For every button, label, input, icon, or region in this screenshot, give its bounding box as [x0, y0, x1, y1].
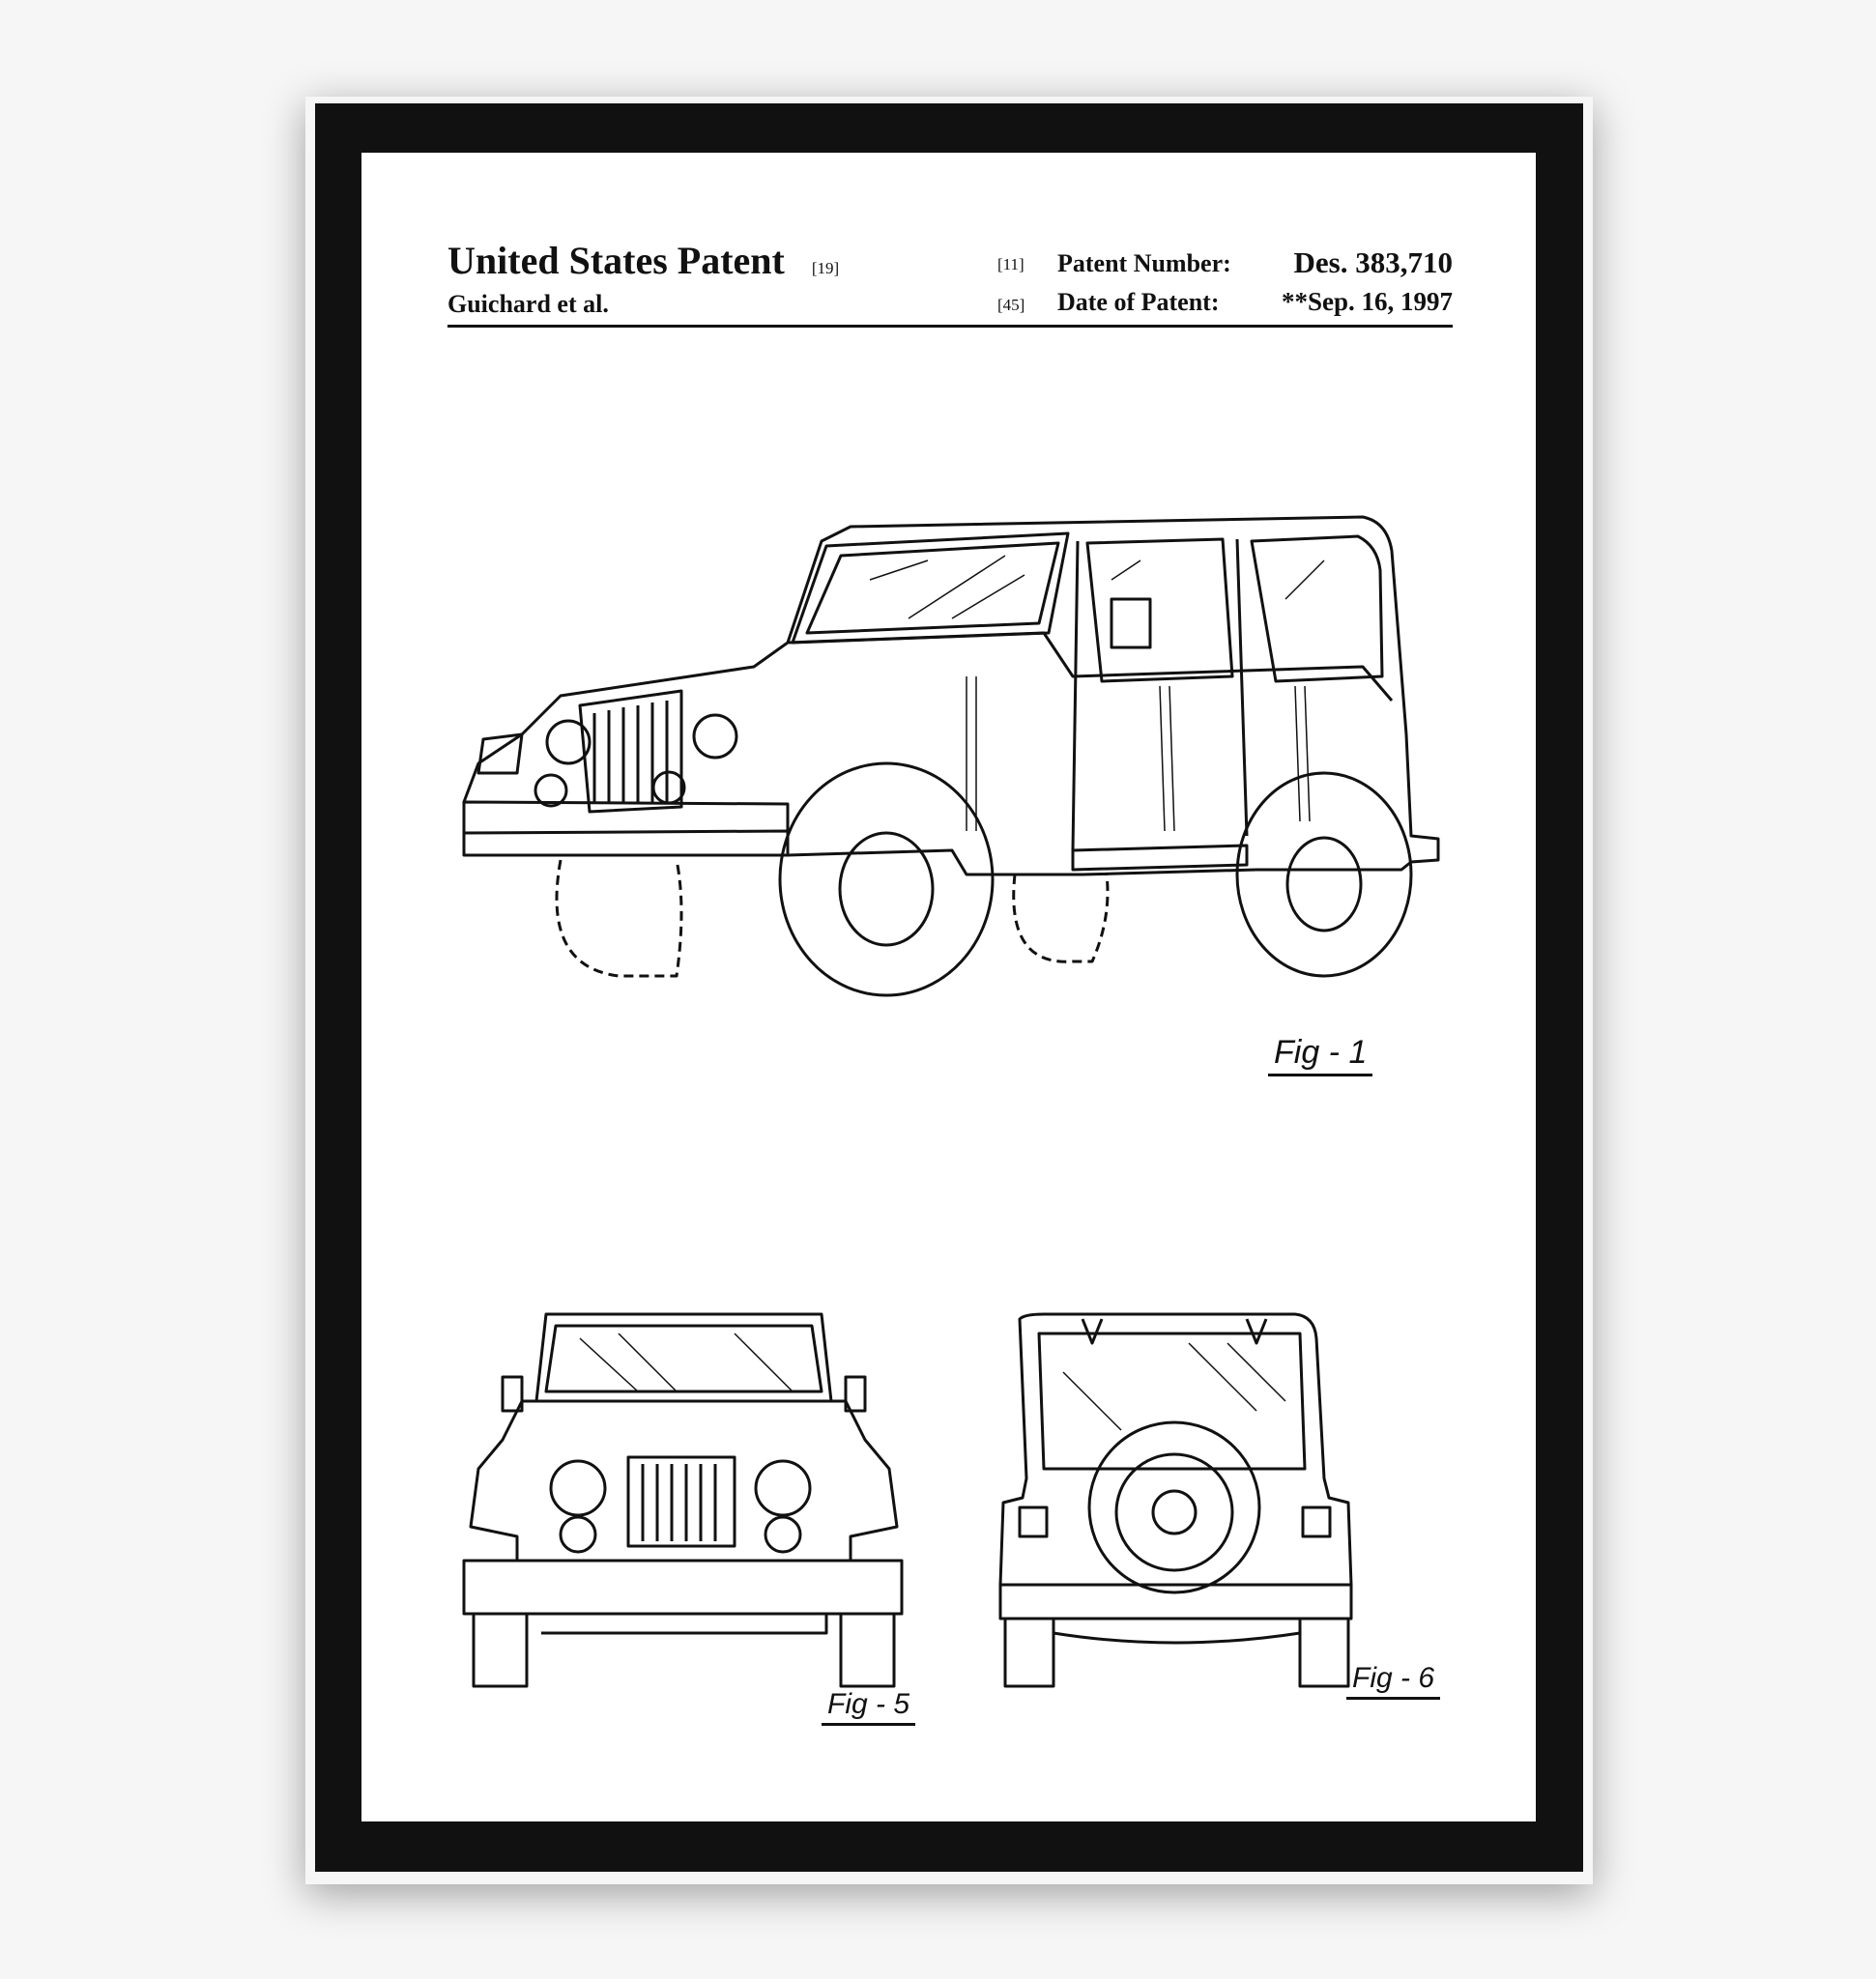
- inventor: Guichard et al.: [447, 290, 609, 318]
- jeep-front-drawing: [462, 1312, 904, 1688]
- number-value: Des. 383,710: [1293, 245, 1453, 279]
- date-label: Date of Patent:: [1057, 288, 1220, 316]
- date-code: [45]: [997, 296, 1025, 314]
- fig-5-label: Fig - 5: [822, 1688, 916, 1726]
- poster-paper: [361, 153, 1536, 1821]
- date-value: **Sep. 16, 1997: [1281, 287, 1453, 316]
- patent-title: United States Patent [19]: [447, 238, 839, 283]
- header-rule: [447, 325, 1453, 328]
- title-code: [19]: [811, 259, 840, 277]
- fig-6-label: Fig - 6: [1346, 1662, 1441, 1700]
- jeep-rear-drawing: [998, 1312, 1353, 1688]
- fig-1-label: Fig - 1: [1268, 1034, 1373, 1076]
- title-text: United States Patent: [447, 239, 785, 282]
- number-label: Patent Number:: [1057, 249, 1231, 277]
- number-code: [11]: [997, 255, 1025, 273]
- jeep-perspective-drawing: [462, 515, 1440, 997]
